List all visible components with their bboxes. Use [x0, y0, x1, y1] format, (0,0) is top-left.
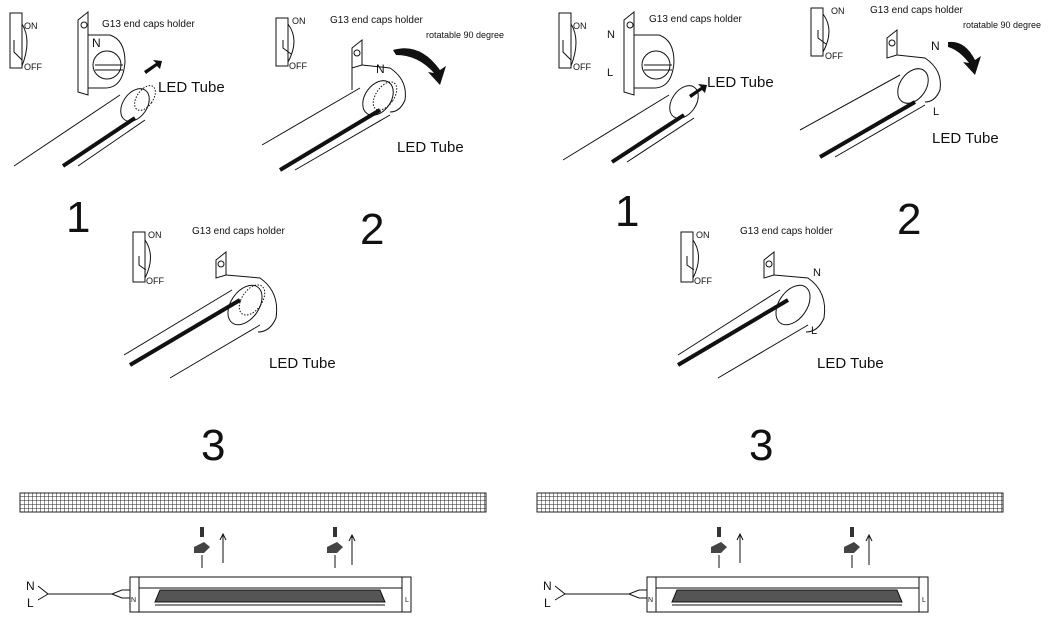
left-step2: ON OFF G13 end caps holder rotatable 90 … — [261, 15, 504, 254]
up-arrow-icon — [736, 532, 744, 563]
led-tube — [799, 68, 929, 159]
step-number: 1 — [66, 193, 90, 242]
switch-off-label: OFF — [825, 51, 843, 61]
batten-fixture — [646, 576, 929, 613]
neutral-label: N — [931, 39, 940, 53]
holder-label: G13 end caps holder — [102, 19, 196, 30]
switch-off-label: OFF — [24, 62, 42, 72]
up-arrow-icon — [219, 532, 227, 563]
neutral-label: N — [813, 267, 821, 279]
right-step2: ON OFF G13 end caps holder rotatable 90 … — [799, 5, 1041, 244]
end-cap-holder — [351, 38, 406, 113]
wall-switch — [810, 7, 824, 57]
holder-label: G13 end caps holder — [330, 15, 424, 26]
led-tube-label: LED Tube — [817, 355, 884, 372]
holder-label: G13 end caps holder — [192, 226, 286, 237]
mounting-clip — [711, 527, 727, 568]
left-step3: ON OFF G13 end caps holder LED Tube 3 — [123, 226, 336, 470]
insert-arrow-icon — [689, 84, 707, 98]
led-tube-label: LED Tube — [269, 355, 336, 372]
right-step3: ON OFF G13 end caps holder N L LED Tube … — [676, 226, 884, 470]
wall-switch — [680, 231, 694, 283]
switch-on-label: ON — [831, 6, 845, 16]
led-tube — [676, 284, 811, 379]
step-number: 3 — [749, 421, 773, 470]
led-tube-label: LED Tube — [707, 74, 774, 91]
switch-off-label: OFF — [146, 276, 164, 286]
wall-switch — [132, 231, 146, 283]
ceiling-panel — [19, 492, 487, 513]
left-fixture-assembly: N L N L — [19, 492, 487, 613]
right-fixture-assembly: N L N L — [536, 492, 1004, 613]
right-step1: ON OFF G13 end caps holder N L LED Tube … — [558, 10, 774, 236]
ceiling-panel — [536, 492, 1004, 513]
switch-on-label: ON — [148, 230, 162, 240]
led-tube — [13, 85, 156, 168]
live-label: L — [607, 67, 613, 79]
holder-label: G13 end caps holder — [740, 226, 834, 237]
rotate-label: rotatable 90 degree — [963, 20, 1041, 30]
holder-label: G13 end caps holder — [870, 5, 964, 16]
step-number: 1 — [615, 187, 639, 236]
live-wire-label: L — [544, 596, 551, 610]
switch-off-label: OFF — [694, 276, 712, 286]
switch-off-label: OFF — [289, 61, 307, 71]
mounting-clip — [194, 527, 210, 568]
rotate-label: rotatable 90 degree — [426, 30, 504, 40]
live-label: L — [933, 106, 939, 118]
fixture-n-label: N — [131, 597, 136, 604]
led-tube — [562, 85, 699, 164]
switch-off-label: OFF — [573, 62, 591, 72]
led-tube — [261, 80, 398, 172]
step-number: 3 — [201, 421, 225, 470]
switch-on-label: ON — [24, 21, 38, 31]
neutral-wire-label: N — [543, 579, 552, 593]
led-tube-label: LED Tube — [158, 79, 225, 96]
rotate-arrow-icon — [948, 41, 981, 75]
fixture-l-label: L — [922, 597, 926, 604]
fixture-n-label: N — [648, 597, 653, 604]
mounting-clip — [844, 527, 860, 568]
live-wire-label: L — [27, 596, 34, 610]
batten-fixture — [129, 576, 412, 613]
end-cap-holder — [763, 250, 826, 333]
neutral-wire-label: N — [26, 579, 35, 593]
led-tube-label: LED Tube — [932, 130, 999, 147]
switch-on-label: ON — [573, 21, 587, 31]
end-cap-holder — [886, 28, 941, 103]
mounting-clip — [327, 527, 343, 568]
live-label: L — [811, 325, 817, 337]
fixture-l-label: L — [405, 597, 409, 604]
end-cap-holder — [215, 250, 278, 333]
wall-switch — [9, 12, 23, 69]
neutral-label: N — [376, 62, 385, 76]
up-arrow-icon — [865, 533, 873, 565]
led-tube-label: LED Tube — [397, 139, 464, 156]
wall-switch — [558, 12, 572, 69]
switch-on-label: ON — [292, 16, 306, 26]
end-cap-holder — [77, 10, 126, 96]
up-arrow-icon — [348, 533, 356, 565]
insert-arrow-icon — [144, 60, 162, 74]
holder-label: G13 end caps holder — [649, 14, 743, 25]
left-step1: ON OFF G13 end caps holder N LED Tube 1 — [9, 10, 225, 242]
step-number: 2 — [360, 205, 384, 254]
power-cord — [37, 585, 131, 601]
neutral-label: N — [92, 36, 101, 50]
power-cord — [554, 585, 648, 601]
led-tube — [123, 284, 266, 379]
neutral-label: N — [607, 29, 615, 41]
switch-on-label: ON — [696, 230, 710, 240]
rotate-arrow-icon — [393, 48, 446, 85]
wall-switch — [275, 17, 289, 67]
step-number: 2 — [897, 195, 921, 244]
end-cap-holder — [623, 10, 675, 96]
